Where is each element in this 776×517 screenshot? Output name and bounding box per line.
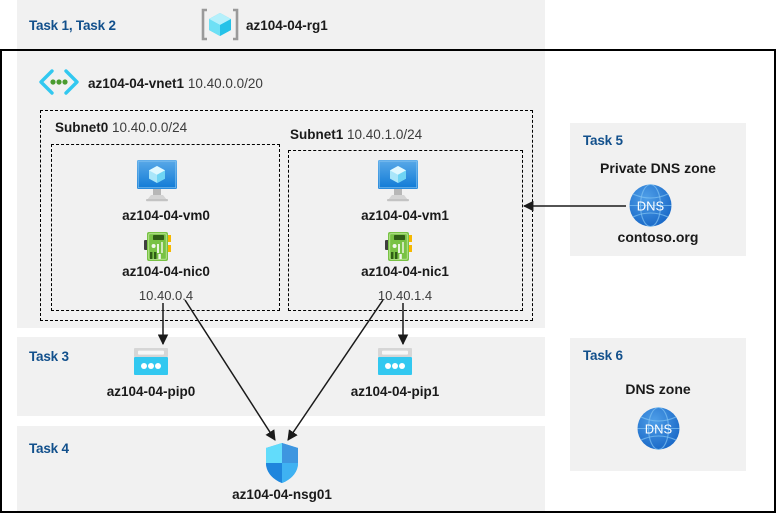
frame-right-border: [774, 49, 776, 513]
vm1-label: az104-04-vm1: [361, 208, 449, 223]
virtual-machine-icon: [133, 158, 181, 202]
virtual-network-panel: [17, 51, 545, 328]
virtual-network-icon: [38, 68, 80, 96]
vnet-header: az104-04-vnet1 10.40.0.0/20: [88, 75, 263, 93]
frame-left-border: [0, 49, 2, 513]
subscription-frame: [0, 49, 776, 513]
subnet0-name: Subnet0: [55, 120, 109, 135]
network-security-group-icon: [264, 442, 300, 484]
subnet1-box: [288, 150, 523, 311]
resource-group-icon: [201, 8, 239, 41]
nic1-private-ip: 10.40.1.4: [377, 288, 433, 303]
resource-group-name: az104-04-rg1: [246, 18, 328, 33]
resource-group-panel: [17, 0, 545, 49]
pip1-label: az104-04-pip1: [350, 384, 440, 399]
task-label-6: Task 6: [583, 348, 623, 363]
subnet1-header: Subnet1 10.40.1.0/24: [290, 126, 422, 144]
pip0-label: az104-04-pip0: [106, 384, 196, 399]
subnet0-box: [51, 144, 280, 311]
task3-panel: [17, 337, 545, 416]
task-label-4: Task 4: [29, 441, 69, 456]
nic0-label: az104-04-nic0: [122, 264, 210, 279]
vnet-address-space: 10.40.0.0/20: [187, 76, 263, 91]
dns-zone-icon: DNS: [636, 406, 681, 451]
network-interface-icon: [144, 231, 172, 262]
public-ip-address-icon: [133, 347, 169, 377]
subnet0-cidr: 10.40.0.0/24: [112, 120, 188, 135]
dns-zone-icon: DNS: [628, 183, 673, 228]
network-interface-icon: [385, 231, 413, 262]
virtual-machine-icon: [374, 158, 422, 202]
nic1-label: az104-04-nic1: [361, 264, 449, 279]
dns-icon-text: DNS: [637, 199, 665, 214]
public-ip-address-icon: [377, 347, 413, 377]
subnet1-cidr: 10.40.1.0/24: [347, 127, 423, 142]
subnet1-name: Subnet1: [290, 127, 344, 142]
task-label-1-2: Task 1, Task 2: [29, 18, 116, 33]
vnet-name: az104-04-vnet1: [88, 76, 185, 91]
subnet0-header: Subnet0 10.40.0.0/24: [55, 119, 187, 137]
dns-zone-heading: DNS zone: [625, 381, 691, 397]
task-label-3: Task 3: [29, 349, 69, 364]
subnets-container: [40, 110, 533, 321]
nsg-label: az104-04-nsg01: [232, 487, 332, 502]
dns-icon-text: DNS: [645, 422, 673, 437]
vm0-label: az104-04-vm0: [122, 208, 210, 223]
private-dns-zone-heading: Private DNS zone: [600, 160, 716, 176]
private-dns-zone-name: contoso.org: [617, 229, 699, 245]
nic0-private-ip: 10.40.0.4: [138, 288, 194, 303]
task-label-5: Task 5: [583, 133, 623, 148]
